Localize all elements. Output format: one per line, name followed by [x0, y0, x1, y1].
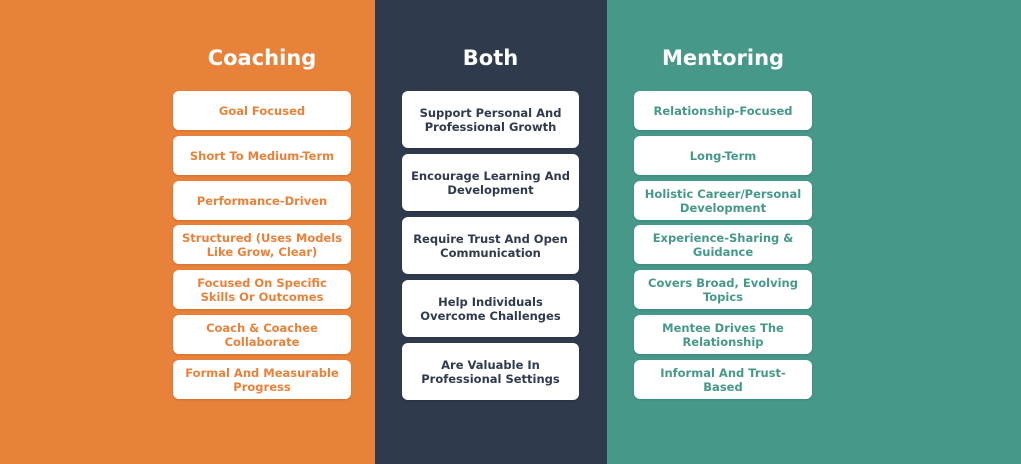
- mentoring-item: Experience-Sharing & Guidance: [634, 225, 812, 264]
- both-item: Are Valuable In Professional Settings: [402, 343, 579, 400]
- mentoring-item: Covers Broad, Evolving Topics: [634, 270, 812, 309]
- both-item: Support Personal And Professional Growth: [402, 91, 579, 148]
- mentoring-title: Mentoring: [661, 46, 785, 70]
- mentoring-item: Holistic Career/Personal Development: [634, 181, 812, 220]
- coaching-item: Coach & Coachee Collaborate: [173, 315, 351, 354]
- coaching-item: Formal And Measurable Progress: [173, 360, 351, 399]
- mentoring-item: Informal And Trust-Based: [634, 360, 812, 399]
- both-item: Encourage Learning And Development: [402, 154, 579, 211]
- coaching-item: Performance-Driven: [173, 181, 351, 220]
- coaching-item: Structured (Uses Models Like Grow, Clear…: [173, 225, 351, 264]
- coaching-item: Short To Medium-Term: [173, 136, 351, 175]
- coaching-item: Goal Focused: [173, 91, 351, 130]
- both-item: Help Individuals Overcome Challenges: [402, 280, 579, 337]
- coaching-item: Focused On Specific Skills Or Outcomes: [173, 270, 351, 309]
- mentoring-item: Mentee Drives The Relationship: [634, 315, 812, 354]
- coaching-title: Coaching: [207, 46, 317, 70]
- both-item: Require Trust And Open Communication: [402, 217, 579, 274]
- mentoring-item: Relationship-Focused: [634, 91, 812, 130]
- both-title: Both: [462, 46, 519, 70]
- mentoring-item: Long-Term: [634, 136, 812, 175]
